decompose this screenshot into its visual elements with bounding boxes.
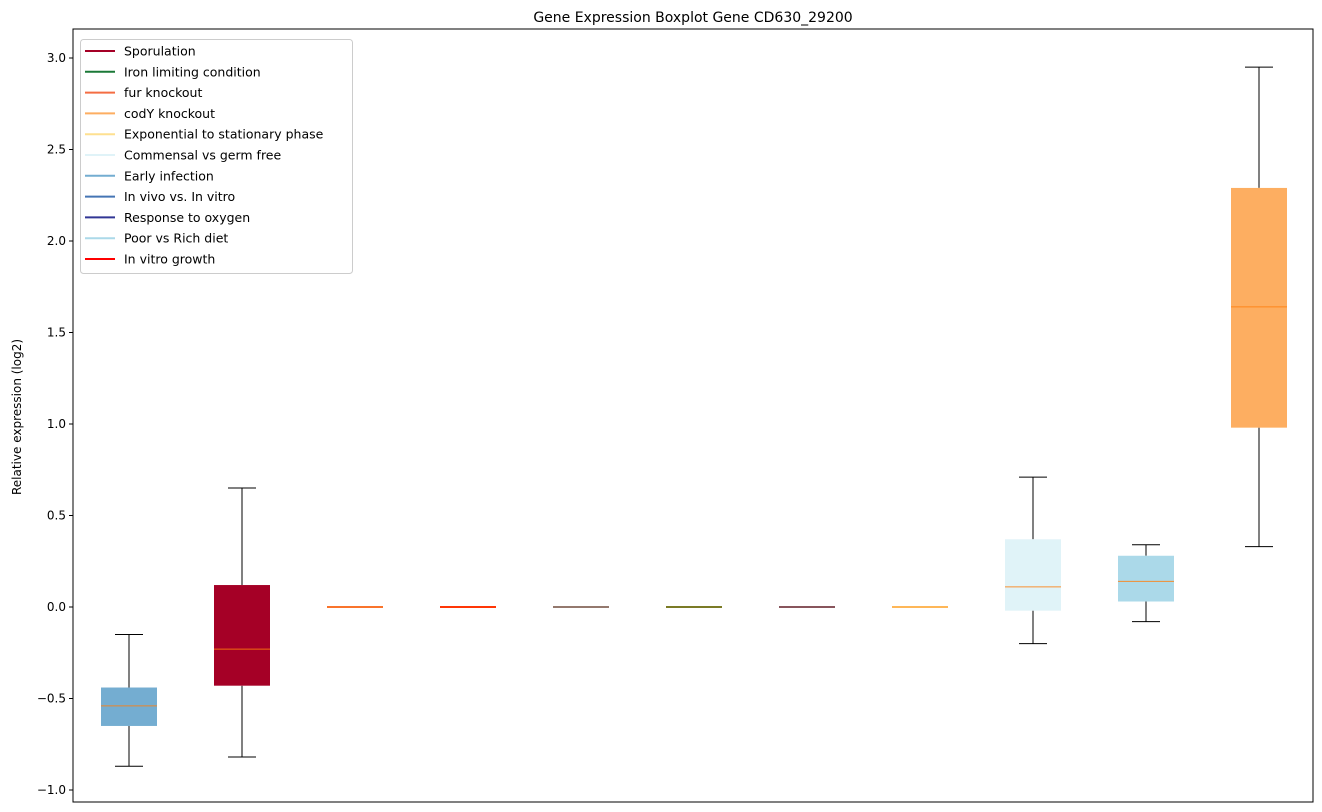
legend-item: Commensal vs germ free <box>85 148 281 163</box>
box-1 <box>101 633 157 767</box>
legend-label: Iron limiting condition <box>124 64 261 79</box>
legend-item: Iron limiting condition <box>85 64 261 79</box>
legend-item: In vivo vs. In vitro <box>85 189 235 204</box>
box-7 <box>779 606 835 608</box>
box-body <box>1231 187 1287 428</box>
boxes-group <box>101 66 1287 767</box>
box-8 <box>892 606 948 608</box>
y-axis: −1.0 −0.5 0.0 0.5 1.0 1.5 2.0 2.5 3.0 <box>37 51 73 797</box>
legend-label: Early infection <box>124 168 214 183</box>
legend-item: Early infection <box>85 168 214 183</box>
box-10 <box>1118 544 1174 623</box>
y-tick-label: 2.0 <box>47 234 66 248</box>
legend-item: Poor vs Rich diet <box>85 231 228 246</box>
box-6 <box>666 606 722 608</box>
box-body <box>101 687 157 726</box>
legend-label: Response to oxygen <box>124 210 250 225</box>
legend-label: fur knockout <box>124 85 202 100</box>
legend-label: In vivo vs. In vitro <box>124 189 235 204</box>
box-5 <box>553 606 609 608</box>
box-9 <box>1005 476 1061 645</box>
legend-item: Response to oxygen <box>85 210 250 225</box>
y-tick-label: 2.5 <box>47 143 66 157</box>
legend-label: Sporulation <box>124 44 196 59</box>
box-3 <box>327 606 383 608</box>
box-body <box>214 585 270 686</box>
box-body <box>1118 555 1174 602</box>
legend-item: Sporulation <box>85 44 196 59</box>
box-2 <box>214 487 270 758</box>
y-tick-label: 1.5 <box>47 326 66 340</box>
legend-item: In vitro growth <box>85 252 215 267</box>
box-4 <box>440 606 496 608</box>
y-tick-label: 0.0 <box>47 600 66 614</box>
legend-item: Exponential to stationary phase <box>85 127 324 142</box>
legend-label: In vitro growth <box>124 252 215 267</box>
legend-label: Poor vs Rich diet <box>124 231 228 246</box>
legend-label: codY knockout <box>124 106 215 121</box>
chart-title: Gene Expression Boxplot Gene CD630_29200 <box>533 10 852 26</box>
legend-item: fur knockout <box>85 85 202 100</box>
legend-frame <box>80 39 353 274</box>
box-body <box>1005 539 1061 611</box>
legend-item: codY knockout <box>85 106 215 121</box>
plot-frame <box>72 28 1314 803</box>
y-tick-label: −0.5 <box>37 692 66 706</box>
y-tick-label: 1.0 <box>47 417 66 431</box>
y-axis-label: Relative expression (log2) <box>10 339 24 495</box>
box-11 <box>1231 66 1287 548</box>
y-tick-label: 3.0 <box>47 51 66 65</box>
y-tick-label: −1.0 <box>37 783 66 797</box>
legend-label: Exponential to stationary phase <box>124 127 324 142</box>
legend-label: Commensal vs germ free <box>124 148 281 163</box>
y-tick-label: 0.5 <box>47 509 66 523</box>
